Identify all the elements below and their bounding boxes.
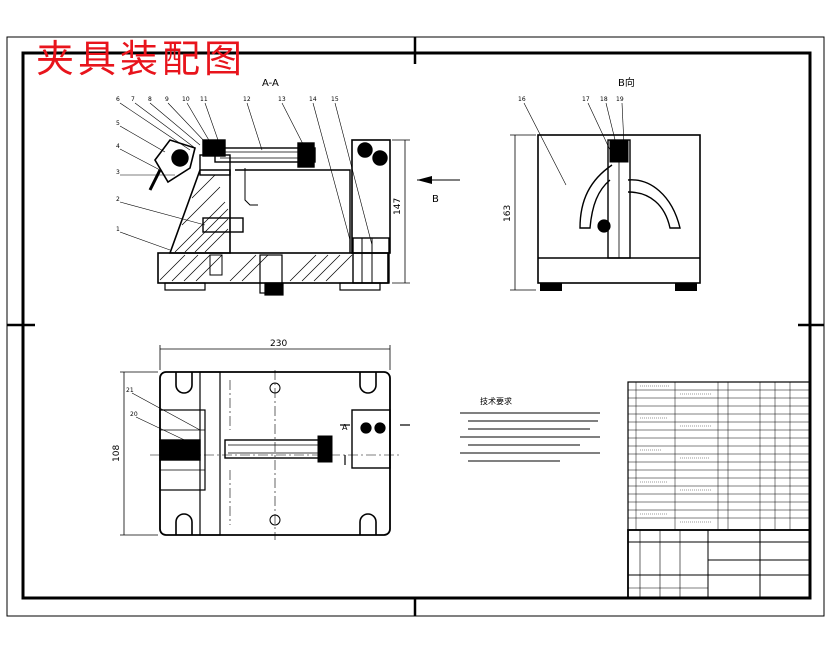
balloon-4: 4 [116,143,120,150]
balloon-13: 13 [278,96,286,103]
balloon-20: 20 [130,411,138,418]
balloon-6: 6 [116,96,120,103]
section-view-label: A-A [262,78,279,89]
side-view-label: B向 [618,76,635,89]
sheet-frame [6,36,825,617]
balloon-5: 5 [116,120,120,127]
balloon-11: 11 [200,96,208,103]
technical-requirements: 技术要求 [460,396,600,462]
dimension-side-height: 163 [503,205,513,222]
drawing-title: 夹具装配图 [36,37,247,81]
balloon-14: 14 [309,96,317,103]
top-view: 230 [112,339,410,540]
balloon-19: 19 [616,96,624,103]
balloon-12: 12 [243,96,251,103]
dimension-top-width: 230 [270,339,287,349]
dimension-front-height: 147 [393,198,403,215]
parts-list [627,381,811,531]
balloon-21: 21 [126,387,134,394]
side-view: B向 163 16 [503,76,701,291]
balloon-18: 18 [600,96,608,103]
front-section-view: A-A [116,78,460,296]
section-arrow-label: A [342,423,348,432]
balloon-17: 17 [582,96,590,103]
balloon-16: 16 [518,96,526,103]
direction-arrow-label: B [432,194,439,205]
dimension-top-height: 108 [112,445,122,462]
balloon-2: 2 [116,196,120,203]
balloon-10: 10 [182,96,190,103]
tech-requirements-heading: 技术要求 [480,396,512,406]
balloon-15: 15 [331,96,339,103]
balloon-3: 3 [116,169,120,176]
balloon-7: 7 [131,96,135,103]
title-block [627,529,811,599]
balloon-1: 1 [116,226,120,233]
balloon-9: 9 [165,96,169,103]
balloon-8: 8 [148,96,152,103]
